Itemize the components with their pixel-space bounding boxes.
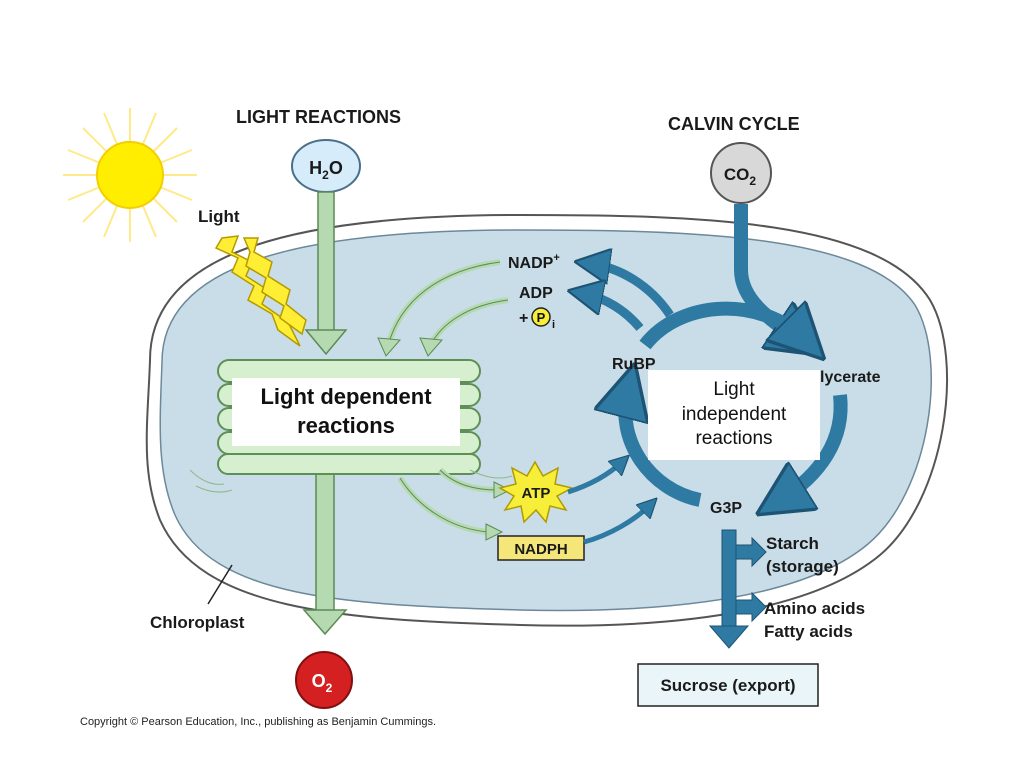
g3p-output-arrow [708,529,767,649]
co2-subscript: 2 [749,174,756,188]
co2-text: CO [724,165,750,184]
o2-text: O [312,671,326,691]
svg-text:O2: O2 [312,671,333,695]
adp-label: ADP [519,285,553,302]
o2-circle: O2 [295,651,353,709]
light-reactions-title: LIGHT REACTIONS [236,107,401,127]
chloroplast-pointer [207,564,233,605]
svg-text:H2O: H2O [309,158,343,182]
amino-acids-label: Amino acids [764,599,865,618]
h2o-circle: H2O [291,139,361,193]
rubp-label: RuBP [612,356,656,373]
svg-text:CO2: CO2 [724,165,757,188]
stroma-lines [189,469,513,493]
h2o-tail: O [329,158,343,178]
pi-plus-label: + [519,310,528,327]
phosphate-icon: P i [531,307,555,331]
h2o-subscript: 2 [322,168,329,182]
lightning-bolt-icon [214,235,307,347]
return-arrows [377,259,509,357]
light-independent-line2: independent [681,403,787,425]
nadp-label: NADP+ [508,252,560,272]
light-independent-reactions-box: Light independent reactions [648,370,820,460]
light-independent-line3: reactions [695,428,773,450]
water-arrow [304,191,348,356]
atp-star: ATP [498,460,575,524]
chloroplast [145,213,949,627]
light-dependent-reactions-box: Light dependent reactions [232,378,460,446]
h2o-text: H [309,158,322,178]
storage-label: (storage) [766,557,839,576]
sun-icon [63,108,197,242]
g3p-label: G3P [710,500,742,517]
calvin-cycle-ring [625,204,848,500]
light-dependent-line2: reactions [297,413,395,438]
chloroplast-label: Chloroplast [150,613,245,632]
co2-circle: CO2 [710,142,772,204]
calvin-cycle-title: CALVIN CYCLE [668,114,800,134]
phosphate-subscript: i [552,319,555,331]
sucrose-label: Sucrose (export) [660,676,795,695]
sucrose-box: Sucrose (export) [637,663,819,707]
energy-input-arrows [567,462,650,545]
starch-label: Starch [766,534,819,553]
atp-label: ATP [522,485,551,502]
o2-subscript: 2 [326,681,333,695]
copyright-notice: Copyright © Pearson Education, Inc., pub… [80,716,437,728]
nadph-label: NADPH [514,541,567,558]
glycerate-label: lycerate [820,369,881,386]
calvin-output-arrows [585,264,674,331]
light-dependent-line1: Light dependent [260,384,432,410]
light-independent-line1: Light [713,378,755,400]
nadph-box: NADPH [497,535,585,561]
light-label: Light [198,207,240,226]
fatty-acids-label: Fatty acids [764,622,853,641]
phosphate-letter: P [537,310,546,325]
